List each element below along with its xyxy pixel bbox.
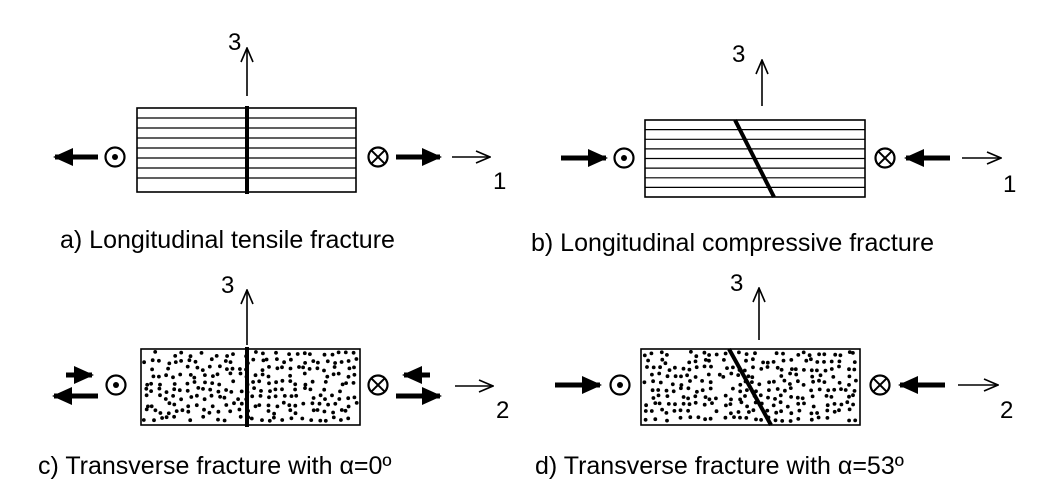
caption-a: a) Longitudinal tensile fracture [60,226,395,254]
caption-b: b) Longitudinal compressive fracture [531,229,934,257]
caption-c: c) Transverse fracture with α=0º [38,452,392,480]
fracture-line [727,348,773,426]
panel-a: 3 1 a) Longitudinal tensile fracture [53,29,506,254]
circled-dot-icon [613,147,635,169]
circled-cross-icon [869,374,891,396]
fibre-specimen [644,119,866,198]
panel-d: 3 2 d) Transverse fracture with α=53º [535,270,1013,480]
axis-2-label: 2 [496,397,509,424]
panel-c: 3 2 c) Transverse fracture with α=0º [38,272,509,480]
axis-2-label: 2 [1000,397,1013,424]
fibre-dot-specimen [140,347,361,427]
kink-band-line [733,119,776,198]
circled-dot-icon [105,374,127,396]
panel-b: 3 1 b) Longitudinal compressive fracture [531,41,1016,257]
circled-cross-icon [367,374,389,396]
circled-cross-icon [874,147,896,169]
circled-dot-icon [104,146,126,168]
caption-d: d) Transverse fracture with α=53º [535,452,904,480]
circled-dot-icon [609,374,631,396]
axis-1-label: 1 [493,168,506,195]
axis-1-label: 1 [1003,171,1016,198]
axis-3-label: 3 [730,270,743,297]
fibre-dot-specimen [640,348,861,426]
axis-3-label: 3 [732,41,745,68]
axis-3-label: 3 [228,29,241,56]
axis-3-label: 3 [221,272,234,299]
fibre-specimen [136,106,357,194]
circled-cross-icon [367,146,389,168]
